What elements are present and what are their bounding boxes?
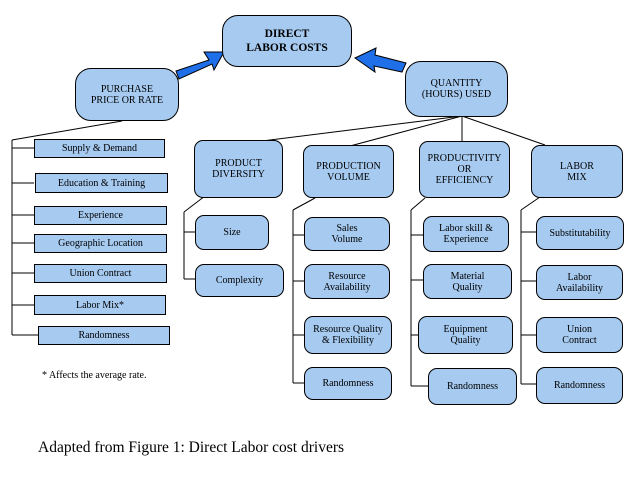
node-labor-mix: LABOR MIX (531, 145, 623, 198)
node-purchase-price: PURCHASE PRICE OR RATE (75, 68, 179, 121)
node-production-volume: PRODUCTION VOLUME (303, 145, 394, 198)
productivity-item-material-quality: Material Quality (423, 264, 512, 299)
node-productivity-efficiency: PRODUCTIVITY OR EFFICIENCY (419, 141, 510, 198)
production-volume-item-resource-quality: Resource Quality & Flexibility (304, 316, 392, 354)
node-product-diversity: PRODUCT DIVERSITY (194, 140, 283, 198)
root-direct-labor-costs: DIRECT LABOR COSTS (222, 15, 352, 67)
purchase-item-randomness: Randomness (38, 326, 170, 345)
production-volume-item-randomness: Randomness (304, 367, 392, 400)
product-diversity-item-size: Size (195, 215, 269, 250)
purchase-item-union-contract: Union Contract (34, 264, 167, 283)
production-volume-item-sales-volume: Sales Volume (304, 217, 390, 251)
footnote: * Affects the average rate. (42, 370, 147, 381)
arrow-purchase-to-direct (175, 51, 225, 80)
purchase-item-supply-demand: Supply & Demand (34, 139, 165, 158)
node-quantity-hours-used: QUANTITY (HOURS) USED (405, 61, 508, 117)
figure-caption: Adapted from Figure 1: Direct Labor cost… (38, 439, 345, 456)
labor-mix-item-labor-availability: Labor Availability (536, 265, 623, 300)
product-diversity-item-complexity: Complexity (195, 264, 284, 297)
purchase-item-education-training: Education & Training (35, 173, 168, 193)
productivity-item-equipment-quality: Equipment Quality (418, 316, 513, 354)
productivity-item-randomness: Randomness (428, 368, 517, 405)
labor-mix-item-substitutability: Substitutability (536, 216, 624, 250)
purchase-item-experience: Experience (34, 206, 167, 225)
purchase-item-labor-mix: Labor Mix* (34, 295, 166, 315)
production-volume-item-resource-availability: Resource Availability (304, 264, 390, 299)
productivity-item-labor-skill: Labor skill & Experience (423, 216, 509, 252)
purchase-item-geographic-location: Geographic Location (34, 234, 167, 253)
labor-mix-item-randomness: Randomness (536, 367, 623, 404)
labor-mix-item-union-contract: Union Contract (536, 317, 623, 353)
arrow-quantity-to-direct (354, 47, 407, 74)
